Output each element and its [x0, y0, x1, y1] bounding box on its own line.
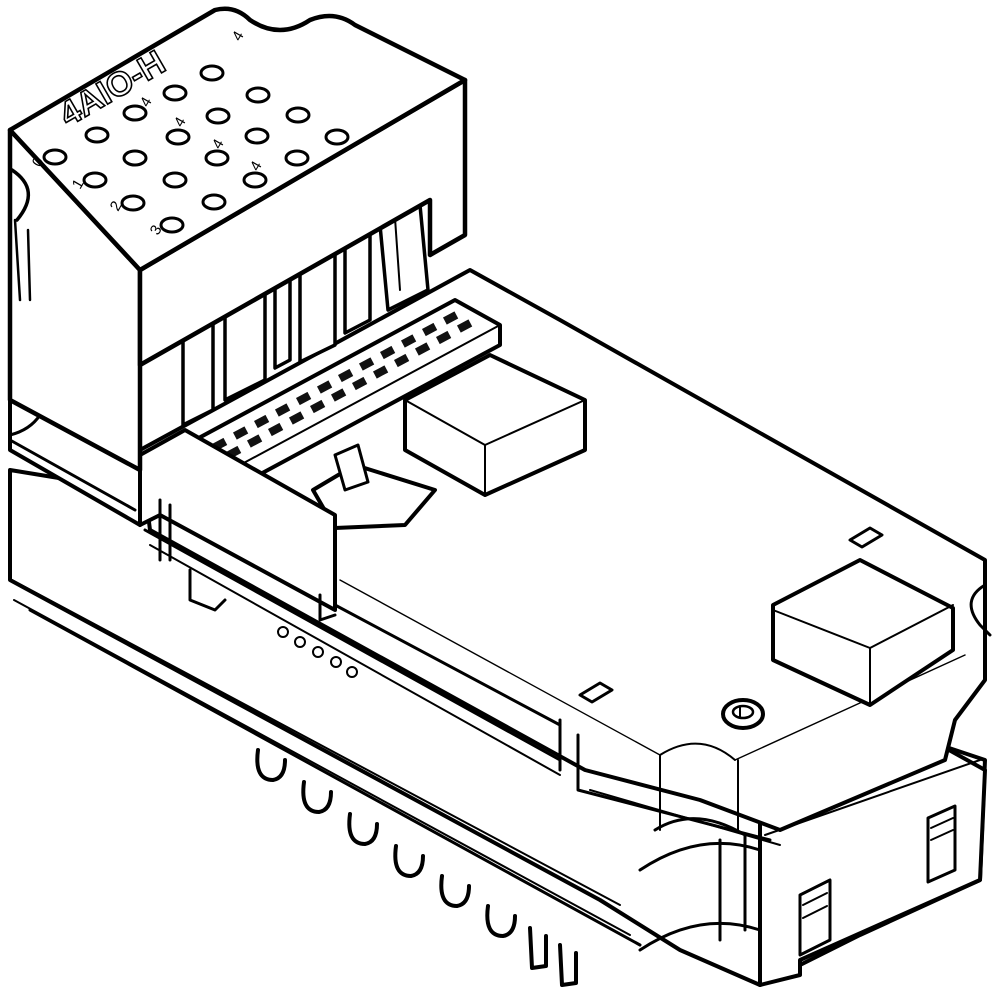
mounting-screw	[721, 698, 765, 730]
terminal-hole	[122, 149, 148, 167]
pin-contact	[338, 368, 354, 383]
terminal-hole	[162, 171, 188, 189]
pin-contact	[380, 345, 396, 360]
pin-contact	[394, 353, 410, 368]
terminal-hole	[199, 64, 225, 82]
terminal-hole	[84, 126, 110, 144]
pin-contact	[359, 357, 375, 371]
contact-fingers	[255, 748, 578, 987]
terminal-hole	[162, 84, 188, 102]
pin-contact	[373, 365, 389, 379]
pin-contact	[254, 414, 270, 429]
pin-contact	[415, 342, 431, 356]
pin-contact	[456, 319, 473, 333]
pin-contact	[401, 334, 417, 348]
pin-contact	[295, 391, 312, 406]
pin-contact	[233, 426, 249, 440]
pin-contact	[274, 403, 291, 417]
terminal-hole	[285, 106, 311, 124]
pin-contact	[436, 330, 452, 345]
terminal-hole	[244, 127, 270, 145]
terminal-hole	[122, 104, 148, 122]
pin-contact	[351, 376, 368, 391]
pin-contact	[331, 388, 347, 402]
pin-contact	[247, 434, 263, 448]
terminal-hole	[284, 149, 310, 167]
pin-contact	[310, 399, 326, 414]
pin-contact	[317, 380, 333, 394]
pin-contact	[268, 422, 284, 437]
terminal-holes	[42, 64, 350, 234]
terminal-hole	[242, 171, 268, 189]
terminal-hole	[204, 149, 230, 167]
terminal-hole	[159, 216, 185, 234]
terminal-hole	[245, 86, 271, 104]
pin-contact	[443, 311, 459, 325]
relay-block-right	[771, 558, 955, 707]
relay-block-center	[403, 353, 587, 497]
terminal-hole	[42, 148, 68, 166]
pin-contact	[289, 411, 305, 425]
terminal-hole	[201, 193, 227, 211]
terminal-hole	[82, 171, 108, 189]
terminal-hole	[324, 128, 350, 146]
terminal-hole	[120, 194, 146, 212]
terminal-hole	[165, 128, 191, 146]
pin-contact	[421, 322, 438, 337]
pin-contacts	[211, 311, 473, 460]
terminal-hole	[205, 107, 231, 125]
